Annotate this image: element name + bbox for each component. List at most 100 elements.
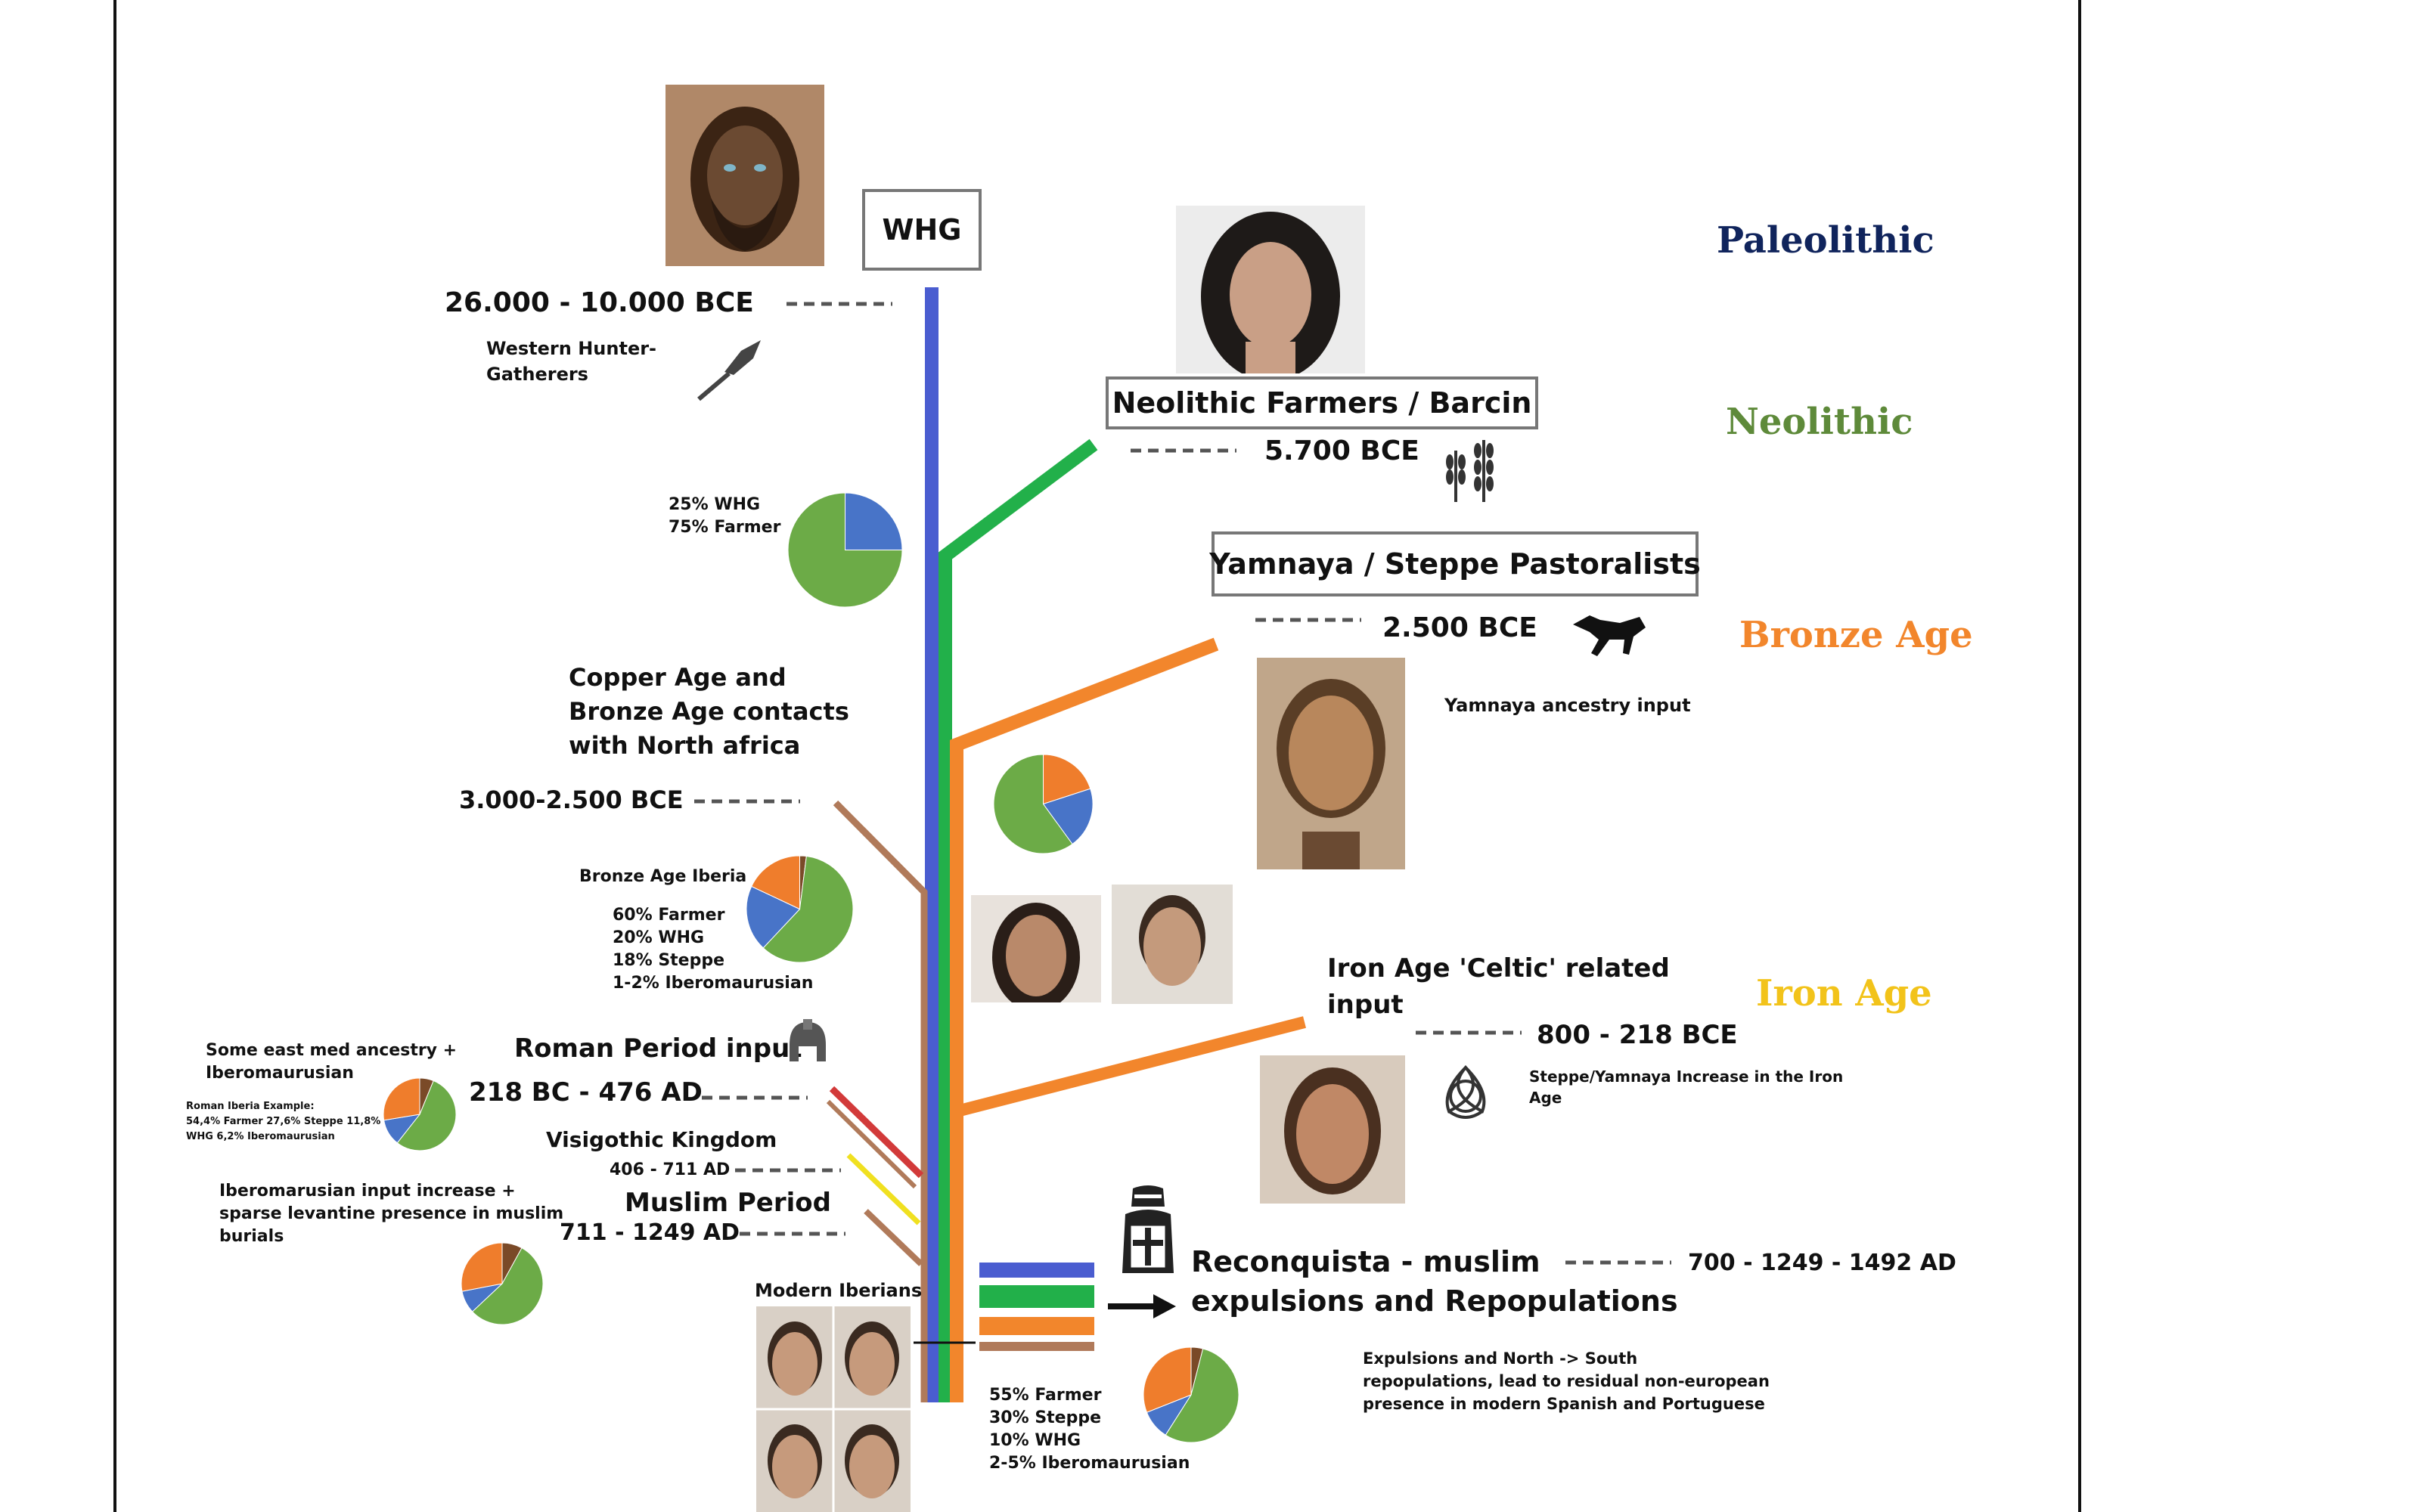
- bronze-iberia-line3: 18% Steppe: [613, 951, 725, 970]
- pie-slice-whg: [845, 492, 903, 550]
- muslim-branch-line: [864, 1209, 923, 1266]
- copper-age-title-line1: Copper Age and: [569, 663, 786, 692]
- reconquista-note-line1: Expulsions and North -> South: [1363, 1349, 1638, 1368]
- steppe-description: Yamnaya ancestry input: [1444, 695, 1691, 716]
- wheat-icon: [1446, 440, 1494, 502]
- reconquista-title-line1: Reconquista - muslim: [1191, 1245, 1540, 1278]
- era-neolithic-label: Neolithic: [1726, 401, 1913, 443]
- pie-slice-steppe: [461, 1242, 503, 1292]
- reconquista-note-line3: presence in modern Spanish and Portugues…: [1363, 1395, 1765, 1413]
- legend-bar-north-africa: [979, 1342, 1094, 1351]
- bronze-iberia-line2: 20% WHG: [613, 928, 705, 947]
- neolithic-farmers-date: 5.700 BCE: [1264, 435, 1419, 466]
- bronze-iberia-line1: 60% Farmer: [613, 906, 725, 925]
- pie-slice-farmer: [993, 754, 1073, 854]
- pie-slice-steppe: [751, 855, 800, 910]
- whg-description-line1: Western Hunter-: [486, 338, 657, 359]
- modern-iberians-title: Modern Iberians: [755, 1280, 923, 1301]
- legend-bar-steppe: [979, 1317, 1094, 1335]
- horse-icon: [1573, 615, 1646, 656]
- modern-iberian-faces-grid: [756, 1306, 911, 1512]
- legend-bar-farmer: [979, 1285, 1094, 1308]
- pie-slice-whg: [746, 885, 801, 949]
- roman-example-line3: WHG 6,2% Iberomaurusian: [186, 1131, 335, 1142]
- modern-mix-line2: 30% Steppe: [989, 1408, 1102, 1427]
- iron-age-description-line1: Steppe/Yamnaya Increase in the Iron: [1529, 1067, 1844, 1086]
- north-africa-branch-line: [833, 800, 928, 1402]
- pie-slice-farmer: [787, 492, 903, 608]
- bronze-age-face-illustration-1: [971, 895, 1101, 1002]
- visigothic-kingdom-date: 406 - 711 AD: [610, 1160, 731, 1179]
- pie-slice-steppe: [1143, 1346, 1192, 1413]
- neolithic-mix-line1: 25% WHG: [669, 495, 761, 514]
- reconquista-date: 700 - 1249 - 1492 AD: [1688, 1250, 1956, 1276]
- roman-period-date: 218 BC - 476 AD: [469, 1077, 703, 1108]
- roman-example-line2: 54,4% Farmer 27,6% Steppe 11,8%: [186, 1116, 381, 1127]
- copper-age-title-line3: with North africa: [569, 731, 801, 760]
- reconquista-note-line2: repopulations, lead to residual non-euro…: [1363, 1372, 1770, 1390]
- iron-age-branch-line: [955, 1016, 1306, 1117]
- visigothic-kingdom-title: Visigothic Kingdom: [546, 1127, 777, 1152]
- copper-age-title-line2: Bronze Age contacts: [569, 697, 849, 726]
- era-paleolithic-label: Paleolithic: [1717, 219, 1934, 262]
- bronze-iberia-line4: 1-2% Iberomaurusian: [613, 974, 814, 993]
- roman-period-title: Roman Period input: [514, 1033, 802, 1064]
- pie-slice-steppe: [383, 1077, 420, 1121]
- roman-helmet-icon: [790, 1019, 826, 1061]
- pie-slice-steppe: [1043, 754, 1091, 805]
- roman-example-line1: Roman Iberia Example:: [186, 1101, 315, 1112]
- roman-branch-line-2: [826, 1099, 917, 1189]
- neolithic-farmers-label-box: Neolithic Farmers / Barcin: [1106, 376, 1538, 429]
- iron-age-face-illustration: [1260, 1055, 1405, 1204]
- visigoth-branch-line: [846, 1153, 921, 1225]
- muslim-note-line3: burials: [219, 1227, 284, 1246]
- roman-branch-line: [829, 1086, 924, 1179]
- steppe-lineage-line: [950, 637, 1219, 1402]
- muslim-period-date: 711 - 1249 AD: [560, 1219, 740, 1246]
- bronze-age-face-illustration-2: [1112, 885, 1233, 1004]
- pie-slice-farmer: [1165, 1348, 1239, 1443]
- steppe-date: 2.500 BCE: [1382, 612, 1537, 643]
- iron-age-description-line2: Age: [1529, 1089, 1562, 1107]
- pie-slice-whg: [1042, 788, 1094, 845]
- copper-age-date: 3.000-2.500 BCE: [459, 785, 684, 814]
- triquetra-icon: [1445, 1065, 1486, 1119]
- iron-age-date: 800 - 218 BCE: [1537, 1020, 1738, 1050]
- iron-age-title-line2: input: [1327, 990, 1404, 1020]
- neolithic-mix-line2: 75% Farmer: [669, 518, 781, 537]
- arrow-head: [1153, 1294, 1176, 1318]
- steppe-face-illustration: [1257, 658, 1405, 869]
- modern-ancestry-pie: [1143, 1346, 1239, 1443]
- muslim-note-line2: sparse levantine presence in muslim: [219, 1204, 564, 1223]
- roman-note-line2: Iberomaurusian: [206, 1064, 354, 1083]
- whg-face-illustration: [666, 85, 824, 266]
- iron-age-title-line1: Iron Age 'Celtic' related: [1327, 953, 1670, 984]
- pie-slice-farmer: [396, 1080, 457, 1151]
- pie-slice-farmer: [471, 1247, 544, 1325]
- muslim-note-line1: Iberomarusian input increase +: [219, 1182, 516, 1201]
- spearhead-icon: [697, 340, 761, 401]
- pie-slice-farmer: [762, 855, 854, 963]
- modern-mix-line4: 2-5% Iberomaurusian: [989, 1454, 1190, 1473]
- bronze-iberia-title: Bronze Age Iberia: [579, 867, 747, 886]
- early-bronze-ancestry-pie: [993, 754, 1094, 854]
- muslim-period-ancestry-pie: [461, 1242, 544, 1325]
- neolithic-ancestry-pie: [787, 492, 903, 608]
- roman-note-line1: Some east med ancestry +: [206, 1041, 458, 1060]
- farmer-lineage-line: [939, 438, 1098, 1402]
- whg-date: 26.000 - 10.000 BCE: [445, 287, 754, 318]
- whg-description-line2: Gatherers: [486, 364, 588, 385]
- era-bronze-age-label: Bronze Age: [1739, 614, 1973, 656]
- roman-ancestry-pie: [383, 1077, 457, 1151]
- whg-label-box: WHG: [862, 189, 982, 271]
- steppe-label-box: Yamnaya / Steppe Pastoralists: [1209, 531, 1701, 596]
- neolithic-farmer-face-illustration: [1176, 206, 1365, 373]
- bronze-iberia-ancestry-pie: [746, 855, 854, 963]
- muslim-period-title: Muslim Period: [625, 1188, 831, 1218]
- modern-mix-line3: 10% WHG: [989, 1431, 1081, 1450]
- legend-bar-whg: [979, 1263, 1094, 1278]
- modern-mix-line1: 55% Farmer: [989, 1386, 1102, 1405]
- reconquista-title-line2: expulsions and Repopulations: [1191, 1284, 1678, 1318]
